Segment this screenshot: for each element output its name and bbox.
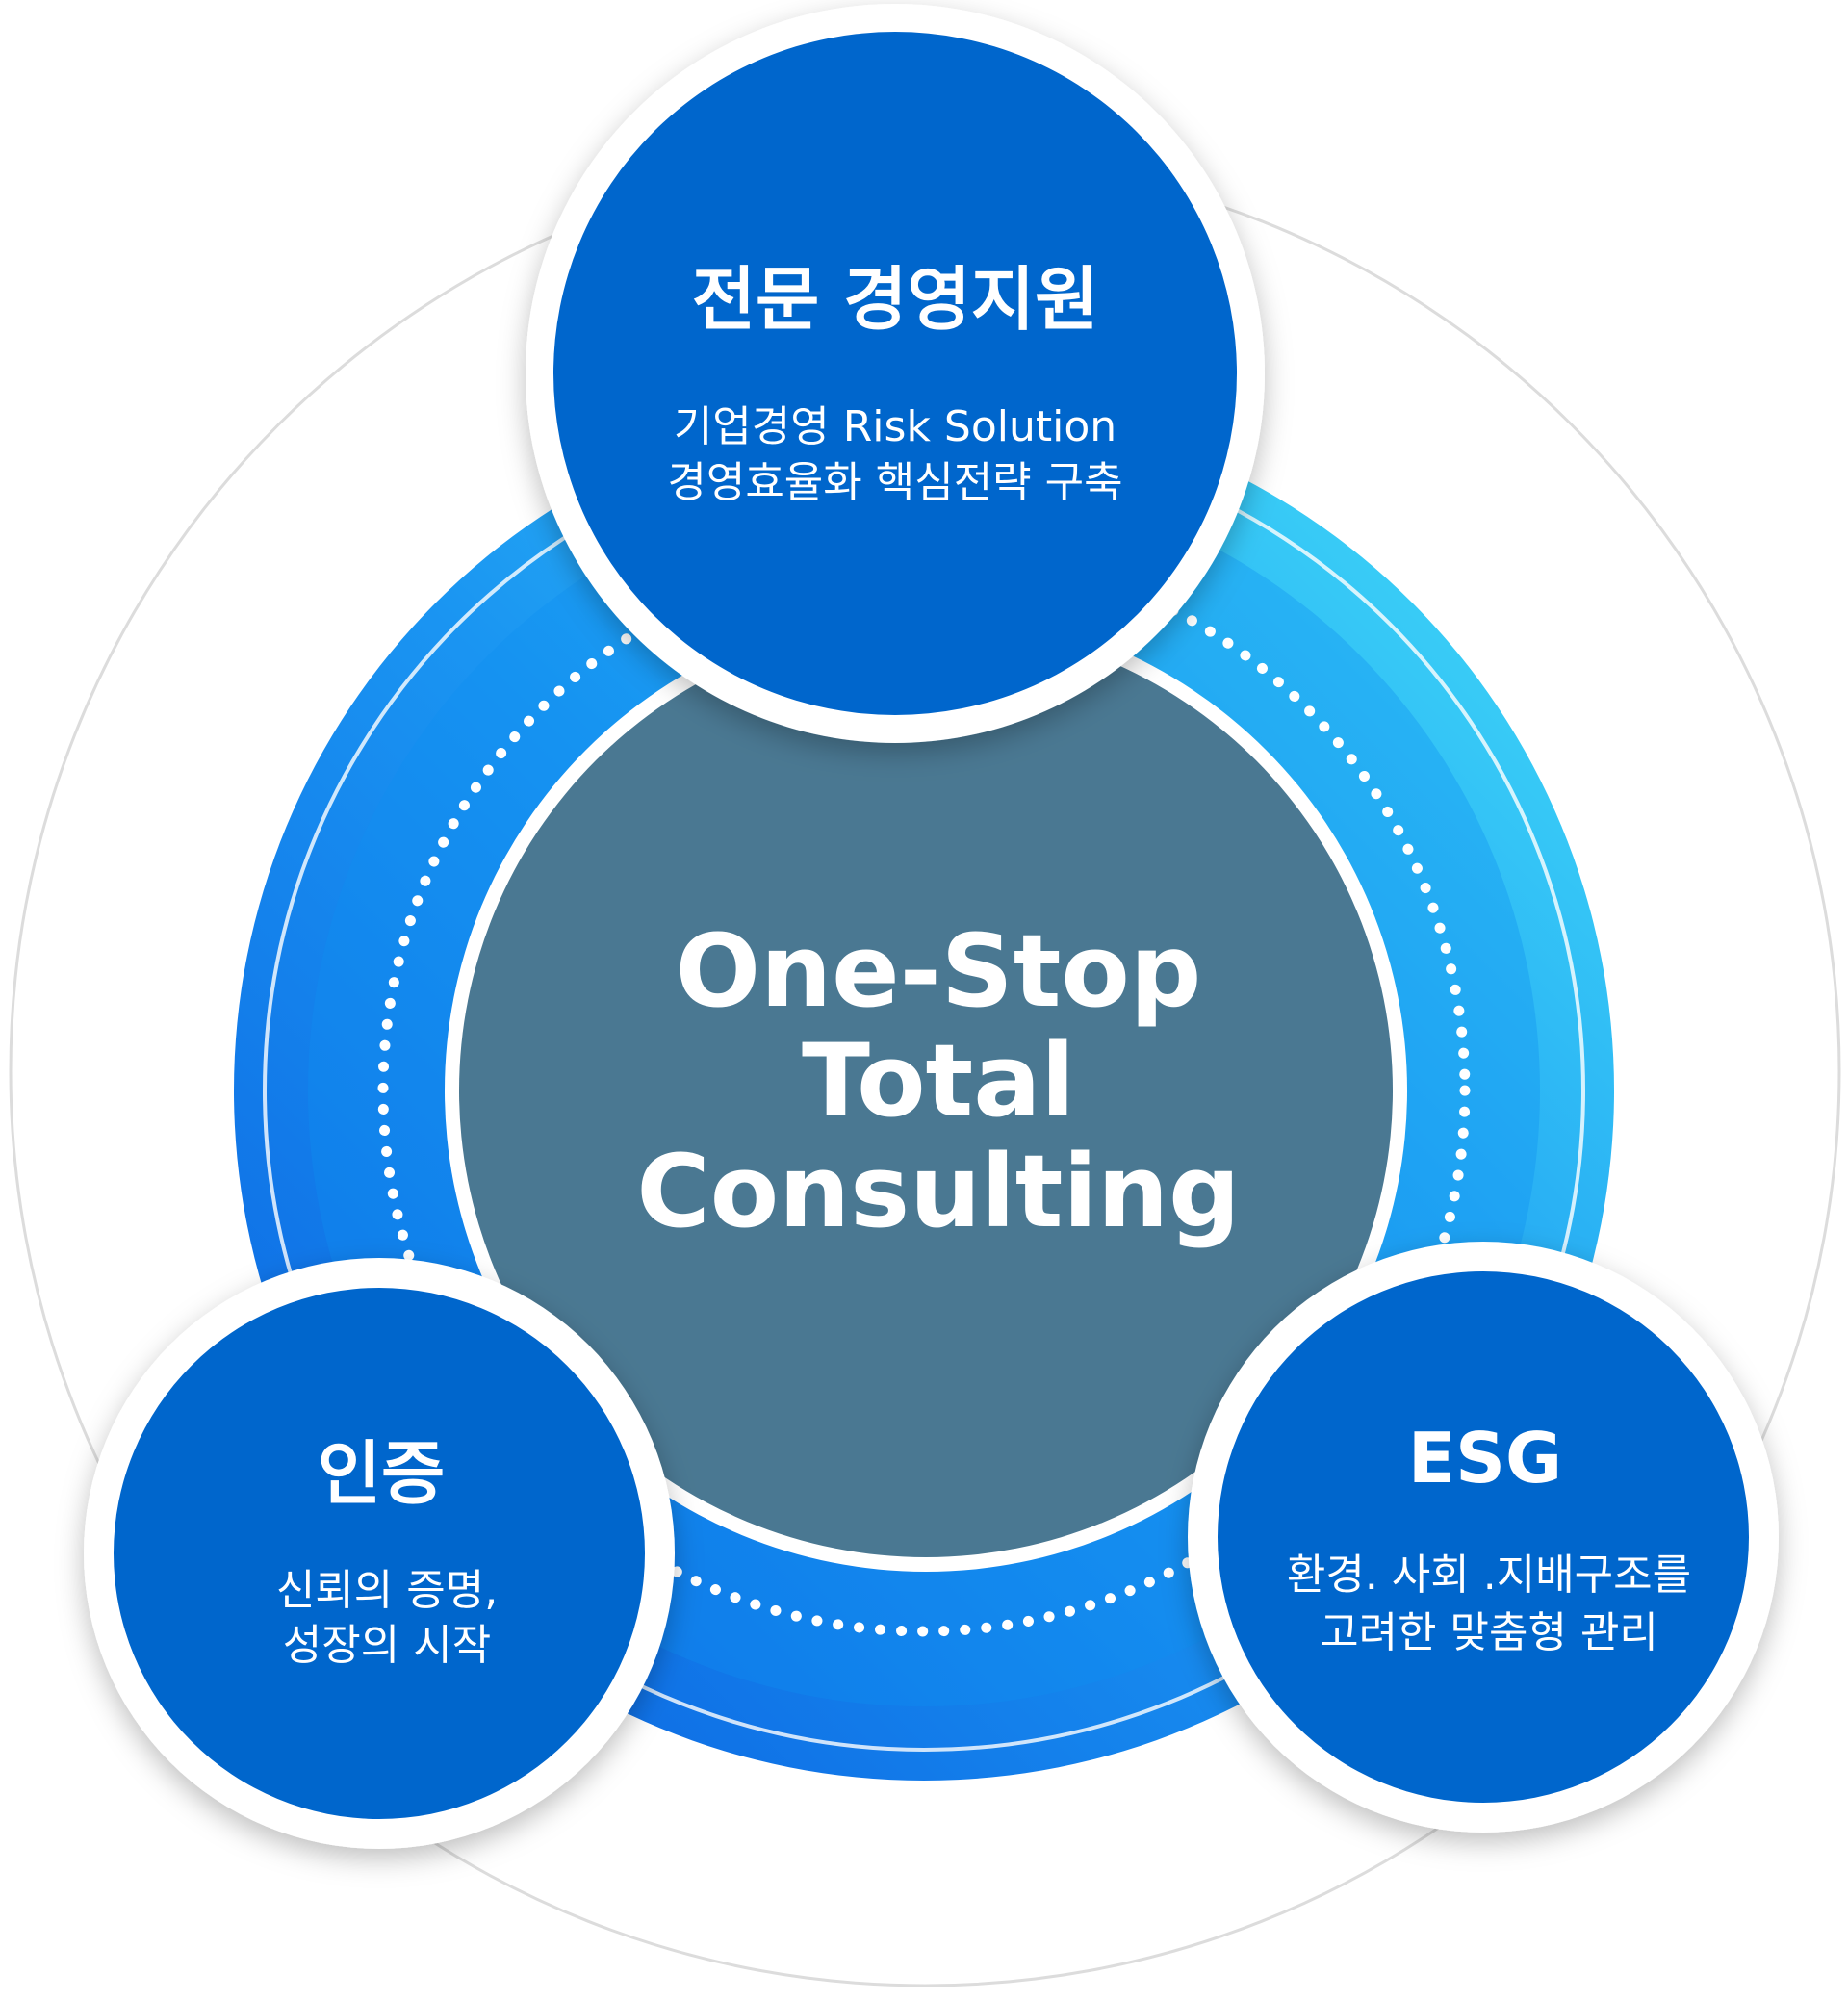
- node-title: ESG: [1408, 1418, 1562, 1499]
- node-line: 기업경영 Risk Solution: [674, 402, 1116, 451]
- node-esg: ESG 환경. 사회 .지배구조를 고려한 맞춤형 관리: [1188, 1242, 1779, 1833]
- center-line-3: Consulting: [636, 1133, 1240, 1250]
- node-line: 고려한 맞춤형 관리: [1320, 1608, 1658, 1657]
- node-line: 환경. 사회 .지배구조를: [1287, 1551, 1691, 1600]
- node-certification: 인증 신뢰의 증명, 성장의 시작: [84, 1258, 675, 1849]
- center-line-1: One-Stop: [676, 912, 1202, 1030]
- center-line-2: Total: [802, 1022, 1075, 1140]
- center-circle: [459, 624, 1393, 1557]
- node-management-support: 전문 경영지원 기업경영 Risk Solution 경영효율화 핵심전략 구축: [526, 4, 1265, 743]
- node-title: 전문 경영지원: [692, 259, 1099, 340]
- node-title: 인증: [318, 1433, 445, 1514]
- node-line: 성장의 시작: [283, 1621, 491, 1670]
- node-line: 경영효율화 핵심전략 구축: [667, 458, 1122, 507]
- node-line: 신뢰의 증명,: [276, 1566, 498, 1615]
